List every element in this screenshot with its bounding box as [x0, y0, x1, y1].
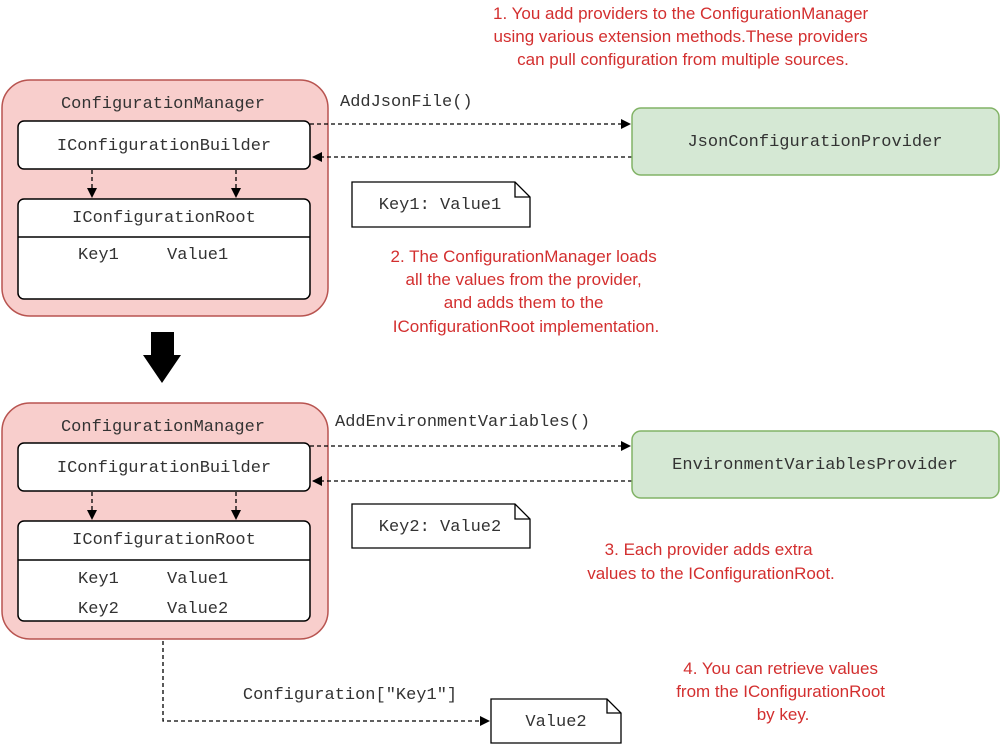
- document-shape: [351, 181, 531, 228]
- note-4-line: by key.: [757, 705, 810, 724]
- environment-provider-label: EnvironmentVariablesProvider: [672, 456, 958, 475]
- document-label: Key1: Value1: [379, 196, 501, 215]
- note-2-line: 2. The ConfigurationManager loads: [391, 247, 657, 266]
- top-panel: ConfigurationManager IConfigurationBuild…: [1, 79, 1000, 317]
- note-4-line: from the IConfigurationRoot: [676, 682, 885, 701]
- retrieve-section: Configuration["Key1"] Value2: [162, 641, 622, 744]
- configuration-manager-title: ConfigurationManager: [61, 418, 265, 437]
- root-row-key: Key1: [78, 246, 119, 265]
- json-provider-box: [631, 107, 1000, 176]
- root-row-value: Value1: [167, 570, 228, 589]
- note-3-line: values to the IConfigurationRoot.: [587, 564, 835, 583]
- configuration-builder-label: IConfigurationBuilder: [57, 137, 271, 156]
- retrieve-label: Configuration["Key1"]: [243, 686, 457, 705]
- note-3: 3. Each provider adds extra values to th…: [587, 540, 835, 583]
- note-2-line: IConfigurationRoot implementation.: [393, 317, 659, 336]
- root-row-value: Value2: [167, 600, 228, 619]
- bottom-panel: ConfigurationManager IConfigurationBuild…: [1, 402, 1000, 640]
- note-1-line: 1. You add providers to the Configuratio…: [493, 4, 869, 23]
- configuration-root-box: [17, 198, 311, 300]
- result-document-shape: [490, 698, 622, 744]
- result-value: Value2: [525, 713, 586, 732]
- root-row-key: Key2: [78, 600, 119, 619]
- note-1-line: can pull configuration from multiple sou…: [517, 50, 849, 69]
- configuration-builder-box: [17, 442, 311, 492]
- note-4-line: 4. You can retrieve values: [683, 659, 878, 678]
- json-provider-label: JsonConfigurationProvider: [687, 133, 942, 152]
- configuration-root-box: [17, 520, 311, 622]
- configuration-builder-label: IConfigurationBuilder: [57, 459, 271, 478]
- document-label: Key2: Value2: [379, 518, 501, 537]
- method-label: AddEnvironmentVariables(): [335, 413, 590, 432]
- configuration-manager-title: ConfigurationManager: [61, 95, 265, 114]
- note-1: 1. You add providers to the Configuratio…: [493, 4, 873, 69]
- method-label: AddJsonFile(): [340, 93, 473, 112]
- configuration-root-label: IConfigurationRoot: [72, 209, 256, 228]
- document-shape: [351, 503, 531, 549]
- root-row-key: Key1: [78, 570, 119, 589]
- note-2: 2. The ConfigurationManager loads all th…: [391, 247, 662, 336]
- environment-provider-box: [631, 430, 1000, 499]
- note-1-line: using various extension methods.These pr…: [494, 27, 868, 46]
- note-4: 4. You can retrieve values from the ICon…: [676, 659, 890, 724]
- note-3-line: 3. Each provider adds extra: [605, 540, 813, 559]
- root-row-value: Value1: [167, 246, 228, 265]
- note-2-line: all the values from the provider,: [406, 270, 642, 289]
- configuration-builder-box: [17, 120, 311, 170]
- configuration-root-label: IConfigurationRoot: [72, 531, 256, 550]
- note-2-line: and adds them to the: [444, 293, 604, 312]
- retrieve-arrow: [162, 641, 490, 726]
- transition-arrow: [143, 332, 181, 383]
